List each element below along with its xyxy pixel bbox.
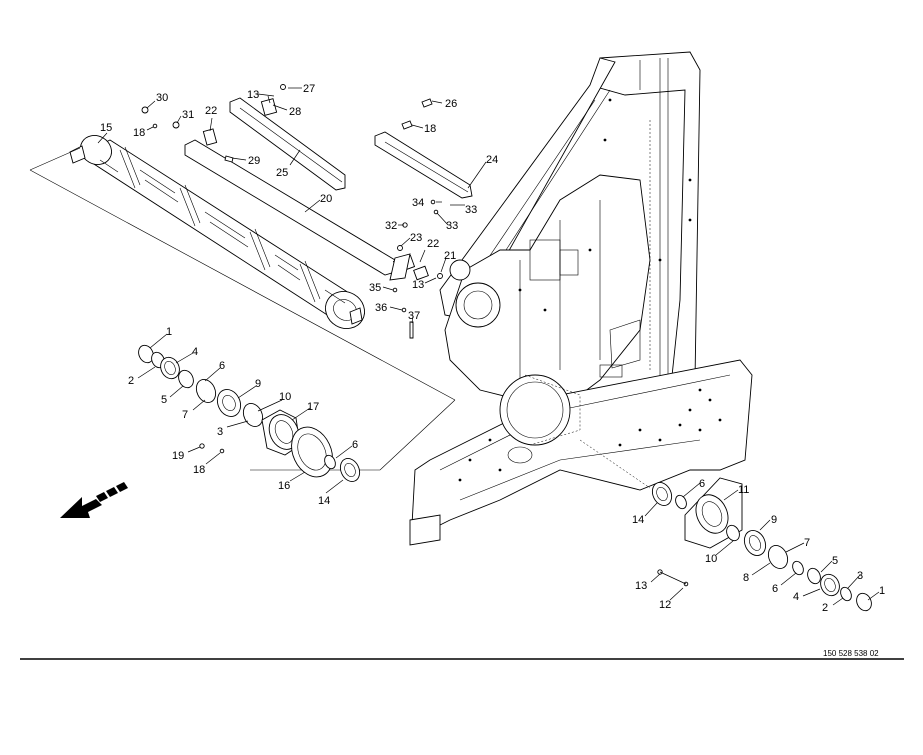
callout-22b: 22 <box>427 238 439 250</box>
callout-28: 28 <box>289 106 301 118</box>
leader-lines <box>97 87 880 606</box>
callout-26: 26 <box>445 98 457 110</box>
callout-3a: 3 <box>217 426 223 438</box>
callout-23: 23 <box>410 232 422 244</box>
callout-36: 36 <box>375 302 387 314</box>
projection-outline <box>29 147 456 471</box>
callout-25: 25 <box>276 167 288 179</box>
callout-22a: 22 <box>205 105 217 117</box>
callout-1b: 1 <box>879 585 885 597</box>
callout-13c: 13 <box>635 580 647 592</box>
callout-9b: 9 <box>771 514 777 526</box>
callout-21: 21 <box>444 250 456 262</box>
callout-6d: 6 <box>772 583 778 595</box>
callout-18b: 18 <box>133 127 145 139</box>
callout-19: 19 <box>172 450 184 462</box>
callout-14b: 14 <box>632 514 644 526</box>
callout-33b: 33 <box>446 220 458 232</box>
callout-12: 12 <box>659 599 671 611</box>
callout-6c: 6 <box>699 478 705 490</box>
callout-5a: 5 <box>161 394 167 406</box>
callout-6b: 6 <box>352 439 358 451</box>
callout-18c: 18 <box>424 123 436 135</box>
callout-34: 34 <box>412 197 424 209</box>
callout-8: 8 <box>743 572 749 584</box>
callout-13a: 13 <box>247 89 259 101</box>
callout-labels: 1 2 4 5 6 7 9 10 3 17 6 14 16 19 18 15 2… <box>100 83 885 614</box>
callout-10b: 10 <box>705 553 717 565</box>
callout-3c: 3 <box>857 570 863 582</box>
drawing-reference-number: 150 528 538 02 <box>823 649 879 658</box>
callout-15: 15 <box>100 122 112 134</box>
callout-4b: 4 <box>793 591 799 603</box>
direction-arrow-icon <box>60 482 128 518</box>
callout-6a: 6 <box>219 360 225 372</box>
callout-18a: 18 <box>193 464 205 476</box>
callout-14a: 14 <box>318 495 330 507</box>
callout-35: 35 <box>369 282 381 294</box>
callout-11: 11 <box>738 484 749 496</box>
chassis-frame <box>409 51 753 546</box>
callout-32: 32 <box>385 220 397 232</box>
callout-31: 31 <box>182 109 194 121</box>
right-bearing-stack <box>579 439 872 612</box>
callout-4a: 4 <box>192 346 198 358</box>
callout-5b: 5 <box>832 555 838 567</box>
callout-10a: 10 <box>279 391 291 403</box>
callout-17: 17 <box>307 401 319 413</box>
callout-29: 29 <box>248 155 260 167</box>
callout-20: 20 <box>320 193 332 205</box>
callout-2b: 2 <box>822 602 828 614</box>
callout-16: 16 <box>278 480 290 492</box>
callout-1a: 1 <box>166 326 172 338</box>
callout-13b: 13 <box>412 279 424 291</box>
upper-brackets <box>184 97 473 281</box>
callout-37: 37 <box>408 310 420 322</box>
callout-2a: 2 <box>128 375 134 387</box>
callout-7b: 7 <box>804 537 810 549</box>
callout-30: 30 <box>156 92 168 104</box>
callout-9a: 9 <box>255 378 261 390</box>
callout-24: 24 <box>486 154 498 166</box>
callout-7a: 7 <box>182 409 188 421</box>
callout-33a: 33 <box>465 204 477 216</box>
left-bearing-stack <box>138 344 361 482</box>
callout-27: 27 <box>303 83 315 95</box>
